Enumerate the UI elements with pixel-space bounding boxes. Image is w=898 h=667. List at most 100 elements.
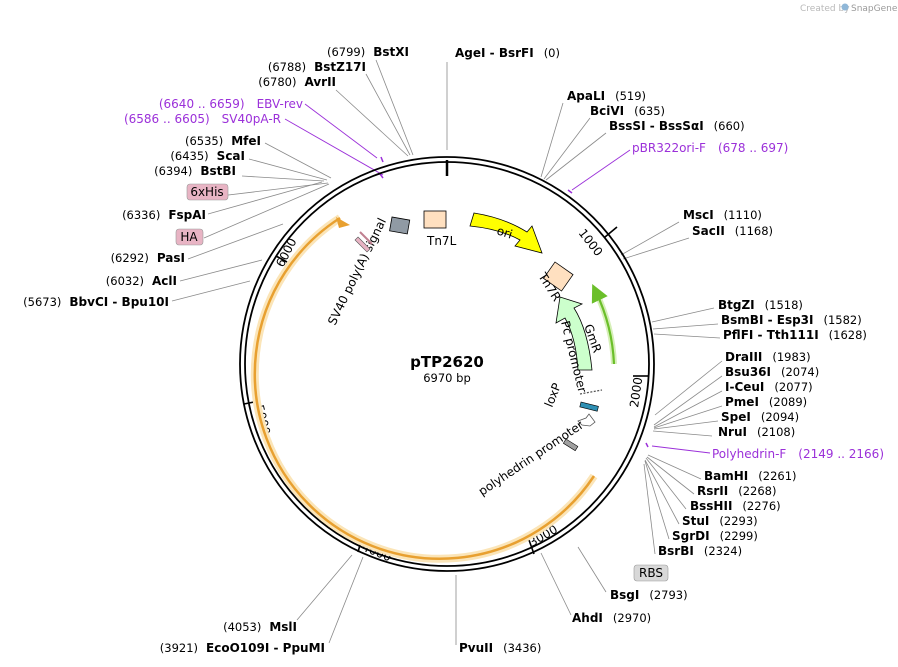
- site-pos-bsgi: (2793): [649, 588, 687, 602]
- credit: Created by SnapGene: [800, 3, 898, 14]
- site-mfei[interactable]: MfeI (6535): [185, 134, 261, 148]
- site-name-sgrdi: SgrDI: [672, 529, 710, 543]
- site-msli[interactable]: MslI(4053): [223, 620, 297, 634]
- site-bbvci[interactable]: BbvCI - Bpu10I(5673): [23, 295, 169, 309]
- site-bamhi[interactable]: BamHI(2261): [704, 469, 797, 483]
- site-pos-pasi: (6292): [111, 251, 149, 265]
- site-name-msli: MslI: [269, 620, 297, 634]
- site-pos-avrii: (6780): [258, 75, 296, 89]
- gmr-feature[interactable]: [555, 296, 593, 371]
- site-name-ahdi: AhdI: [572, 611, 603, 625]
- site-ecoo109i[interactable]: EcoO109I - PpuMI(3921): [160, 641, 325, 655]
- site-pos-draiii: (1983): [772, 350, 810, 364]
- site-bsmbi[interactable]: BsmBI - Esp3I(1582): [721, 313, 862, 327]
- site-name-avrii: AvrII: [304, 75, 336, 89]
- site-pos-ahdi: (2970): [613, 611, 651, 625]
- site-name-bamhi: BamHI: [704, 469, 748, 483]
- polyhedrin-promoter-feature[interactable]: [562, 438, 579, 452]
- primer-pbr322ori-f[interactable]: pBR322ori-F(678 .. 697): [632, 141, 788, 155]
- site-pos-sgrdi: (2299): [720, 529, 758, 543]
- primer-name-ebv-rev: EBV-rev: [257, 97, 303, 111]
- primer-range-polyhedrin-f: (2149 .. 2166): [798, 447, 884, 461]
- primer-range-ebv-rev: (6640 .. 6659): [159, 97, 245, 111]
- loxp-feature[interactable]: [579, 401, 599, 412]
- site-name-bsshii: BssHII: [690, 499, 732, 513]
- site-bstz17i[interactable]: BstZ17I(6788): [268, 60, 366, 74]
- site-apali[interactable]: ApaLI(519): [567, 89, 646, 103]
- site-name-mfei: MfeI: [231, 134, 261, 148]
- site-pos-pvuii: (3436): [503, 641, 541, 655]
- ori-feature[interactable]: [469, 212, 543, 254]
- site-fspai[interactable]: FspAI(6336): [122, 208, 206, 222]
- tag-6xhis-badge[interactable]: [186, 183, 229, 201]
- site-pos-bstbi: (6394): [154, 164, 192, 178]
- site-bstxi[interactable]: BstXI (6799): [327, 45, 409, 59]
- site-pos-bbvci: (5673): [23, 295, 61, 309]
- tn7l-feature[interactable]: [423, 210, 447, 229]
- primer-sv40pa-r[interactable]: SV40pA-R(6586 .. 6605): [124, 112, 281, 126]
- site-name-acli: AclI: [152, 274, 177, 288]
- site-name-agei: AgeI - BsrFI: [455, 46, 534, 60]
- primer-polyhedrin-f[interactable]: Polyhedrin-F (2149 .. 2166): [712, 447, 884, 461]
- site-name-stui: StuI: [682, 514, 709, 528]
- site-bstbi[interactable]: BstBI(6394): [154, 164, 236, 178]
- site-pmei[interactable]: PmeI(2089): [725, 395, 807, 409]
- polyhedrin-promoter-label: polyhedrin promoter: [476, 418, 586, 499]
- site-bsrbi[interactable]: BsrBI(2324): [658, 544, 742, 558]
- site-pos-mfei: (6535): [185, 134, 223, 148]
- site-pvuii[interactable]: PvuII(3436): [459, 641, 541, 655]
- credit-brand: SnapGene: [851, 4, 898, 14]
- primer-leaders: [284, 103, 711, 454]
- site-bsgi[interactable]: BsgI(2793): [610, 588, 688, 602]
- site-draiii[interactable]: DraIII(1983): [725, 350, 811, 364]
- site-acli[interactable]: AclI(6032): [106, 274, 177, 288]
- site-sgrdi[interactable]: SgrDI (2299): [672, 529, 758, 543]
- site-pos-bstz17i: (6788): [268, 60, 306, 74]
- ori-label: ori: [495, 224, 514, 242]
- site-nrui[interactable]: NruI (2108): [718, 425, 795, 439]
- site-bsshii[interactable]: BssHII(2276): [690, 499, 781, 513]
- site-pos-bstxi: (6799): [327, 45, 365, 59]
- site-pos-pflfi: (1628): [829, 328, 867, 342]
- credit-prefix: Created by: [800, 4, 850, 14]
- site-pflfi[interactable]: PflFI - Tth111I (1628): [723, 328, 867, 342]
- primer-range-sv40pa-r: (6586 .. 6605): [124, 112, 210, 126]
- primer-name-polyhedrin-f: Polyhedrin-F: [712, 447, 786, 461]
- primer-ebv-rev[interactable]: EBV-rev (6640 .. 6659): [159, 97, 303, 111]
- site-name-nrui: NruI: [718, 425, 747, 439]
- site-btgzi[interactable]: BtgZI(1518): [718, 298, 803, 312]
- tag-rbs-badge[interactable]: [633, 564, 669, 582]
- site-msci[interactable]: MscI(1110): [683, 208, 762, 222]
- site-avrii[interactable]: AvrII (6780): [258, 75, 336, 89]
- site-pos-spei: (2094): [761, 410, 799, 424]
- site-stui[interactable]: StuI(2293): [682, 514, 758, 528]
- site-pos-agei: (0): [544, 46, 560, 60]
- site-pos-nrui: (2108): [757, 425, 795, 439]
- site-bsu36i[interactable]: Bsu36I(2074): [725, 365, 819, 379]
- tag-ha-badge[interactable]: [175, 228, 204, 246]
- site-ahdi[interactable]: AhdI (2970): [572, 611, 651, 625]
- site-i-ceui[interactable]: I-CeuI(2077): [725, 380, 813, 394]
- site-pos-sacii: (1168): [735, 224, 773, 238]
- site-bsssi[interactable]: BssSI - BssSαI(660): [609, 119, 745, 133]
- site-name-msci: MscI: [683, 208, 714, 222]
- site-name-fspai: FspAI: [168, 208, 206, 222]
- tn7l-label: Tn7L: [426, 234, 457, 248]
- tag-rbs-label: RBS: [639, 566, 663, 580]
- site-name-bstxi: BstXI: [373, 45, 409, 59]
- site-spei[interactable]: SpeI(2094): [721, 410, 799, 424]
- site-name-pflfi: PflFI - Tth111I: [723, 328, 819, 342]
- tn7r-feature[interactable]: [542, 261, 574, 292]
- sv40-polya-feature[interactable]: [389, 216, 411, 235]
- ha-marker: [354, 236, 371, 253]
- site-name-i-ceui: I-CeuI: [725, 380, 764, 394]
- site-sacii[interactable]: SacII(1168): [692, 224, 773, 238]
- site-bcivi[interactable]: BciVI(635): [590, 104, 665, 118]
- site-pos-rsrii: (2268): [738, 484, 776, 498]
- site-rsrii[interactable]: RsrII(2268): [697, 484, 776, 498]
- site-pos-bsssi: (660): [714, 119, 745, 133]
- site-pasi[interactable]: PasI(6292): [111, 251, 185, 265]
- site-agei[interactable]: AgeI - BsrFI (0): [455, 46, 560, 60]
- site-scai[interactable]: ScaI(6435): [170, 149, 245, 163]
- plasmid-name: pTP2620: [410, 353, 484, 371]
